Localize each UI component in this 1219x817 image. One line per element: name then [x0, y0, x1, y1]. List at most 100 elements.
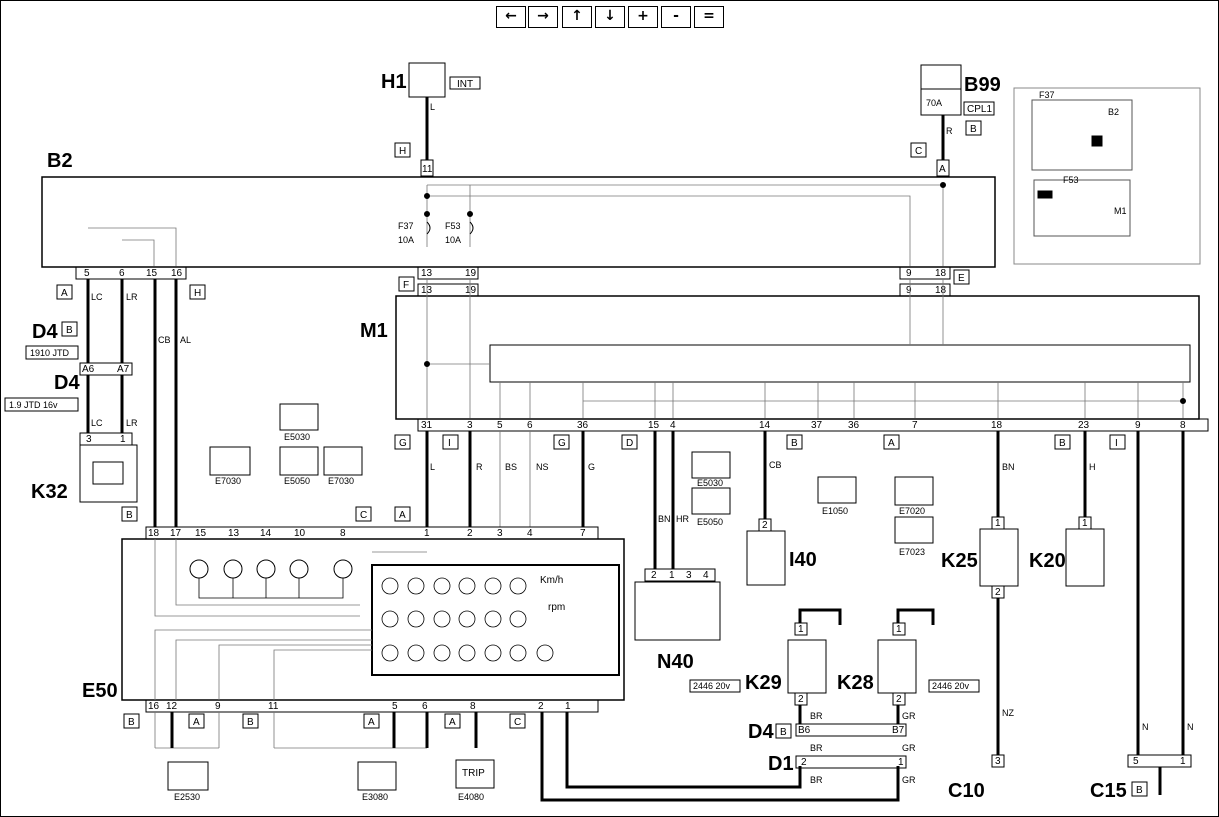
svg-text:31: 31 [421, 420, 433, 431]
svg-text:E7030: E7030 [328, 476, 354, 486]
k29-label: K29 [745, 672, 782, 694]
svg-text:6: 6 [119, 268, 125, 279]
svg-text:4: 4 [670, 420, 676, 431]
svg-text:3: 3 [995, 756, 1001, 767]
svg-text:A: A [888, 438, 895, 449]
d4-mid-label: D4 [54, 372, 80, 394]
svg-text:5: 5 [392, 701, 398, 712]
svg-text:5: 5 [84, 268, 90, 279]
nav-left-button[interactable]: ← [496, 6, 526, 28]
svg-text:2446 20v: 2446 20v [693, 681, 731, 691]
svg-text:17: 17 [170, 528, 182, 539]
svg-text:11: 11 [268, 701, 279, 712]
svg-text:E4080: E4080 [458, 792, 484, 802]
svg-text:14: 14 [260, 528, 272, 539]
svg-text:36: 36 [848, 420, 860, 431]
svg-text:2: 2 [651, 570, 657, 581]
svg-text:2446 20v: 2446 20v [932, 681, 970, 691]
svg-text:LC: LC [91, 292, 103, 302]
svg-text:BR: BR [810, 775, 823, 785]
svg-text:E5050: E5050 [697, 517, 723, 527]
svg-text:E7020: E7020 [899, 506, 925, 516]
svg-text:BS: BS [505, 462, 517, 472]
nav-right-button[interactable]: → [528, 6, 558, 28]
svg-text:BN: BN [658, 514, 671, 524]
fuse-f37-rating: 10A [398, 235, 414, 245]
svg-text:6: 6 [422, 701, 428, 712]
svg-text:18: 18 [935, 285, 947, 296]
svg-text:B: B [780, 727, 787, 738]
svg-text:NZ: NZ [1002, 708, 1014, 718]
svg-text:8: 8 [340, 528, 346, 539]
svg-text:1: 1 [995, 518, 1001, 529]
svg-text:9: 9 [906, 285, 912, 296]
svg-text:1: 1 [896, 624, 902, 635]
svg-text:H: H [194, 288, 201, 299]
svg-text:B: B [126, 510, 133, 521]
k28-label: K28 [837, 672, 874, 694]
svg-text:3: 3 [86, 434, 92, 445]
svg-text:18: 18 [935, 268, 947, 279]
i40-label: I40 [789, 549, 817, 571]
kmh-label: Km/h [540, 575, 563, 586]
svg-text:B: B [66, 325, 73, 336]
svg-text:B6: B6 [798, 725, 811, 736]
svg-text:19: 19 [465, 268, 477, 279]
zoom-in-button[interactable]: + [628, 6, 658, 28]
c15-label: C15 [1090, 780, 1127, 802]
svg-text:LR: LR [126, 418, 138, 428]
svg-text:BR: BR [810, 711, 823, 721]
svg-text:4: 4 [703, 570, 709, 581]
svg-text:12: 12 [166, 701, 178, 712]
k32-label: K32 [31, 481, 68, 503]
zoom-out-button[interactable]: - [661, 6, 691, 28]
svg-text:7: 7 [580, 528, 586, 539]
svg-text:GR: GR [902, 775, 916, 785]
svg-text:HR: HR [676, 514, 689, 524]
svg-text:1: 1 [1082, 518, 1088, 529]
svg-text:1: 1 [798, 624, 804, 635]
svg-text:I: I [448, 438, 451, 449]
svg-text:9: 9 [906, 268, 912, 279]
svg-text:LC: LC [91, 418, 103, 428]
svg-text:13: 13 [228, 528, 240, 539]
k20-label: K20 [1029, 550, 1066, 572]
svg-text:F37: F37 [1039, 90, 1055, 100]
svg-text:CB: CB [769, 460, 782, 470]
svg-text:16: 16 [171, 268, 183, 279]
svg-text:1: 1 [669, 570, 675, 581]
svg-text:CB: CB [158, 335, 171, 345]
svg-text:36: 36 [577, 420, 589, 431]
svg-text:A: A [61, 288, 68, 299]
fuse-f53-rating: 10A [445, 235, 461, 245]
e50-label: E50 [82, 680, 118, 702]
svg-text:2: 2 [801, 757, 807, 768]
nav-up-button[interactable]: ↑ [562, 6, 592, 28]
svg-text:8: 8 [1180, 420, 1186, 431]
svg-text:13: 13 [421, 268, 433, 279]
svg-text:B: B [791, 438, 798, 449]
fit-button[interactable]: = [694, 6, 724, 28]
nav-down-button[interactable]: ↓ [595, 6, 625, 28]
svg-text:N: N [1187, 722, 1194, 732]
svg-text:15: 15 [648, 420, 660, 431]
fuse-f37-label: F37 [398, 221, 414, 231]
b2-label: B2 [47, 150, 73, 172]
svg-text:B: B [128, 717, 135, 728]
svg-text:B: B [1136, 785, 1143, 796]
svg-text:E7030: E7030 [215, 476, 241, 486]
svg-text:C: C [360, 510, 367, 521]
svg-text:BR: BR [810, 743, 823, 753]
svg-text:M1: M1 [1114, 206, 1127, 216]
svg-text:I: I [1115, 438, 1118, 449]
svg-text:BN: BN [1002, 462, 1015, 472]
svg-text:D: D [626, 438, 633, 449]
svg-text:AL: AL [180, 335, 191, 345]
svg-text:1: 1 [1180, 756, 1186, 767]
svg-text:9: 9 [1135, 420, 1141, 431]
svg-text:1: 1 [565, 701, 571, 712]
svg-text:B2: B2 [1108, 107, 1119, 117]
svg-text:6: 6 [527, 420, 533, 431]
svg-text:GR: GR [902, 743, 916, 753]
